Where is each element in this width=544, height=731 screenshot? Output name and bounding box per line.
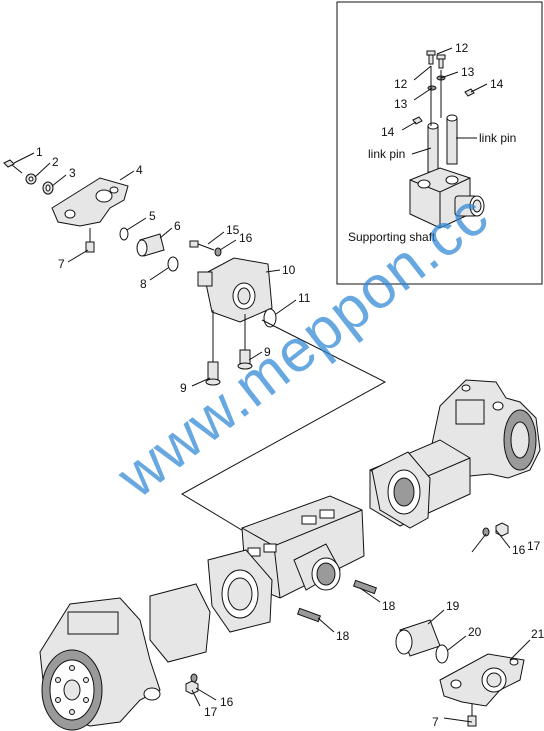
callout-4: 4 [136,163,143,177]
callout-9-right: 9 [264,345,271,359]
bracket-4 [51,177,129,227]
washer-16-top [214,247,222,257]
callout-16-top: 16 [239,231,253,245]
bolt-1 [3,159,23,174]
callout-20: 20 [468,625,482,639]
callout-17-left: 17 [204,705,218,719]
callout-1: 1 [36,145,43,159]
link-pin-9 [205,310,253,386]
grease-fitting-7-bottom [467,704,477,727]
axle-left-hub [39,597,161,731]
grease-fitting-7-top [85,228,95,253]
callout-17-right: 17 [527,539,541,553]
inset-supporting-shaft-label: Supporting shaft [348,230,436,244]
nut-17-right [482,522,509,537]
inset-callout-14a: 14 [490,77,504,91]
callout-6: 6 [174,219,181,233]
nut-17-left [185,673,199,695]
callout-5: 5 [149,209,156,223]
inset-callout-13a: 13 [461,65,475,79]
bracket-21 [439,653,525,707]
nut-2 [25,173,37,185]
stud-18-right [352,579,378,595]
inset-link-pin-right-label: link pin [479,131,516,145]
inset-callout-12b: 12 [394,77,408,91]
axle-pinion-tube [293,543,341,591]
callout-15: 15 [226,223,240,237]
stud-18-left [296,607,322,623]
callout-18-right: 18 [382,599,396,613]
callout-21: 21 [531,627,544,641]
o-ring-8 [167,256,179,272]
inset-callout-12a: 12 [455,41,469,55]
bolt-15 [189,240,215,251]
axle-left-flange [207,549,273,633]
axle-right-flange [371,451,431,529]
o-ring-5 [119,227,129,241]
callout-2: 2 [52,155,59,169]
washer-3 [42,181,54,195]
callout-10: 10 [282,263,296,277]
inset-panel: 12 12 13 13 14 14 link pin link pin Supp… [336,1,543,285]
bushing-6 [136,233,165,257]
inset-callout-14b: 14 [381,125,395,139]
axle-center-body [241,495,365,599]
axle-left-beam [149,583,211,663]
inset-link-pin-left [427,122,439,173]
inset-bolt-12 [426,50,446,69]
callout-16-right: 16 [512,543,526,557]
inset-supporting-shaft [409,167,485,229]
callout-8: 8 [140,277,147,291]
callout-3: 3 [69,166,76,180]
kingpin-housing-10 [197,257,273,323]
inset-link-pin-right [446,114,458,165]
callout-18-left: 18 [336,629,350,643]
leader-lines [13,152,531,723]
callout-16-left: 16 [220,695,234,709]
callout-11: 11 [298,291,311,305]
callout-7-top: 7 [58,257,65,271]
inset-link-pin-left-label: link pin [368,147,405,161]
o-ring-20 [435,644,449,664]
inset-callout-13b: 13 [394,97,408,111]
callout-19: 19 [446,599,460,613]
callout-9-left: 9 [180,381,187,395]
bushing-19 [395,619,441,657]
callout-7-bottom: 7 [432,715,439,729]
